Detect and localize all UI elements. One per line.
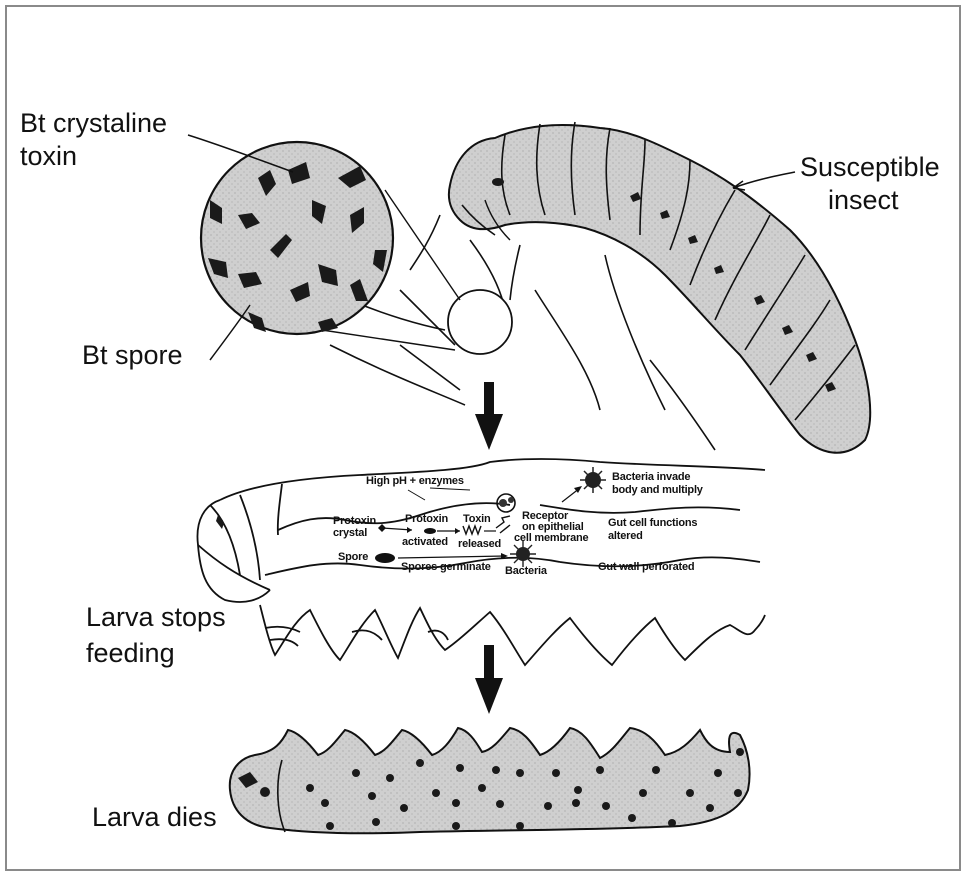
label-bt-spore: Bt spore	[82, 340, 183, 370]
label-protoxin: Protoxin	[333, 516, 376, 527]
label-crystal: crystal	[333, 528, 367, 539]
label-activated: activated	[402, 537, 448, 548]
label-bacteria: Bacteria	[505, 566, 547, 577]
label-toxin-small: Toxin	[463, 514, 491, 525]
label-high-ph: High pH + enzymes	[366, 476, 464, 487]
magnified-crystal-circle	[201, 142, 393, 334]
label-spore: Spore	[338, 552, 368, 563]
label-toxin: toxin	[20, 141, 77, 171]
down-arrow-2	[475, 645, 503, 714]
label-cell-membrane: cell membrane	[514, 533, 588, 544]
dead-larva-body	[230, 728, 750, 833]
label-gut-cell: Gut cell functions	[608, 518, 697, 529]
label-susceptible: Susceptible	[800, 152, 940, 182]
label-bacteria-invade: Bacteria invade	[612, 472, 690, 483]
label-insect: insect	[828, 185, 899, 215]
label-body-multiply: body and multiply	[612, 485, 703, 496]
label-feeding: feeding	[86, 638, 175, 668]
label-released: released	[458, 539, 501, 550]
down-arrow-1	[475, 382, 503, 450]
label-bt-crystaline: Bt crystaline	[20, 108, 167, 138]
label-larva-dies: Larva dies	[92, 802, 217, 832]
label-larva-stops: Larva stops	[86, 602, 226, 632]
label-altered: altered	[608, 531, 643, 542]
label-protoxin-2: Protoxin	[405, 514, 448, 525]
label-spores-germinate: Spores germinate	[401, 562, 491, 573]
label-gut-wall: Gut wall perforated	[598, 562, 694, 573]
